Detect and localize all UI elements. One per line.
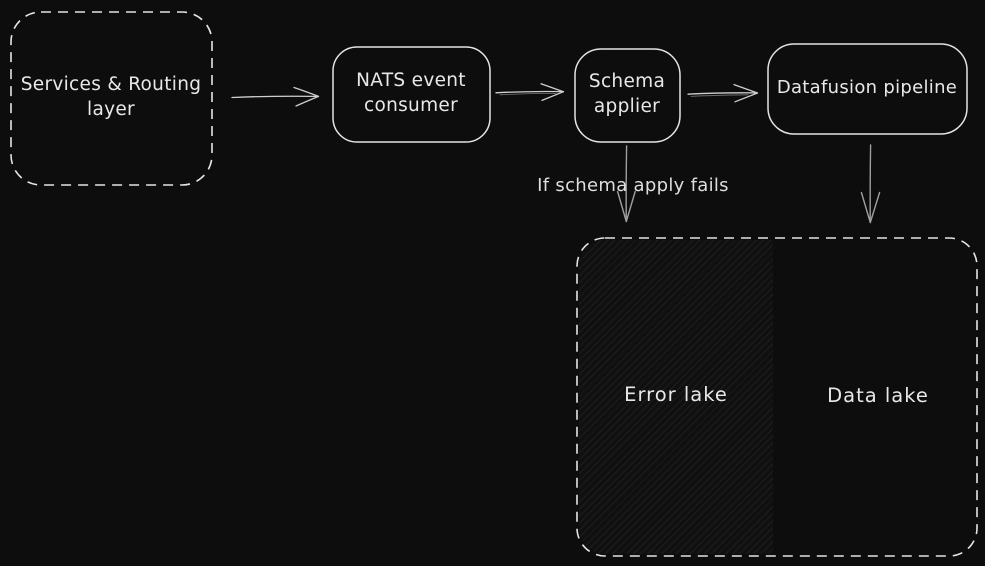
nats-consumer-label-line2: consumer — [364, 95, 458, 116]
services-routing-label-line1: Services & Routing — [20, 74, 202, 96]
schema-applier-label-line1: Schema — [588, 71, 666, 93]
datafusion-pipeline-box — [767, 43, 968, 135]
data-lake-label: Data lake — [827, 383, 929, 407]
nats-consumer-label: NATS event consumer — [356, 69, 466, 119]
nats-consumer-label-line1: NATS event — [356, 70, 466, 92]
services-routing-label: Services & Routing layer — [21, 73, 202, 123]
arrow-datafusion-to-data-lake — [860, 144, 881, 224]
services-routing-label-line2: layer — [87, 99, 135, 120]
schema-applier-box — [574, 48, 681, 143]
arrow-schema-to-error-lake — [616, 145, 636, 223]
error-lake-hatch-fill — [579, 240, 773, 554]
services-routing-box — [10, 11, 213, 186]
schema-applier-label: Schema applier — [589, 70, 665, 120]
datafusion-pipeline-label: Datafusion pipeline — [776, 76, 958, 98]
schema-fail-edge-label: If schema apply fails — [537, 174, 729, 196]
arrow-schema-to-datafusion — [687, 83, 759, 103]
schema-applier-label-line2: applier — [593, 96, 661, 117]
arrow-services-to-nats — [231, 86, 320, 107]
error-lake-label: Error lake — [624, 382, 728, 406]
lakes-container-box — [576, 237, 978, 557]
arrow-nats-to-schema — [495, 83, 565, 102]
nats-consumer-box — [332, 46, 491, 143]
